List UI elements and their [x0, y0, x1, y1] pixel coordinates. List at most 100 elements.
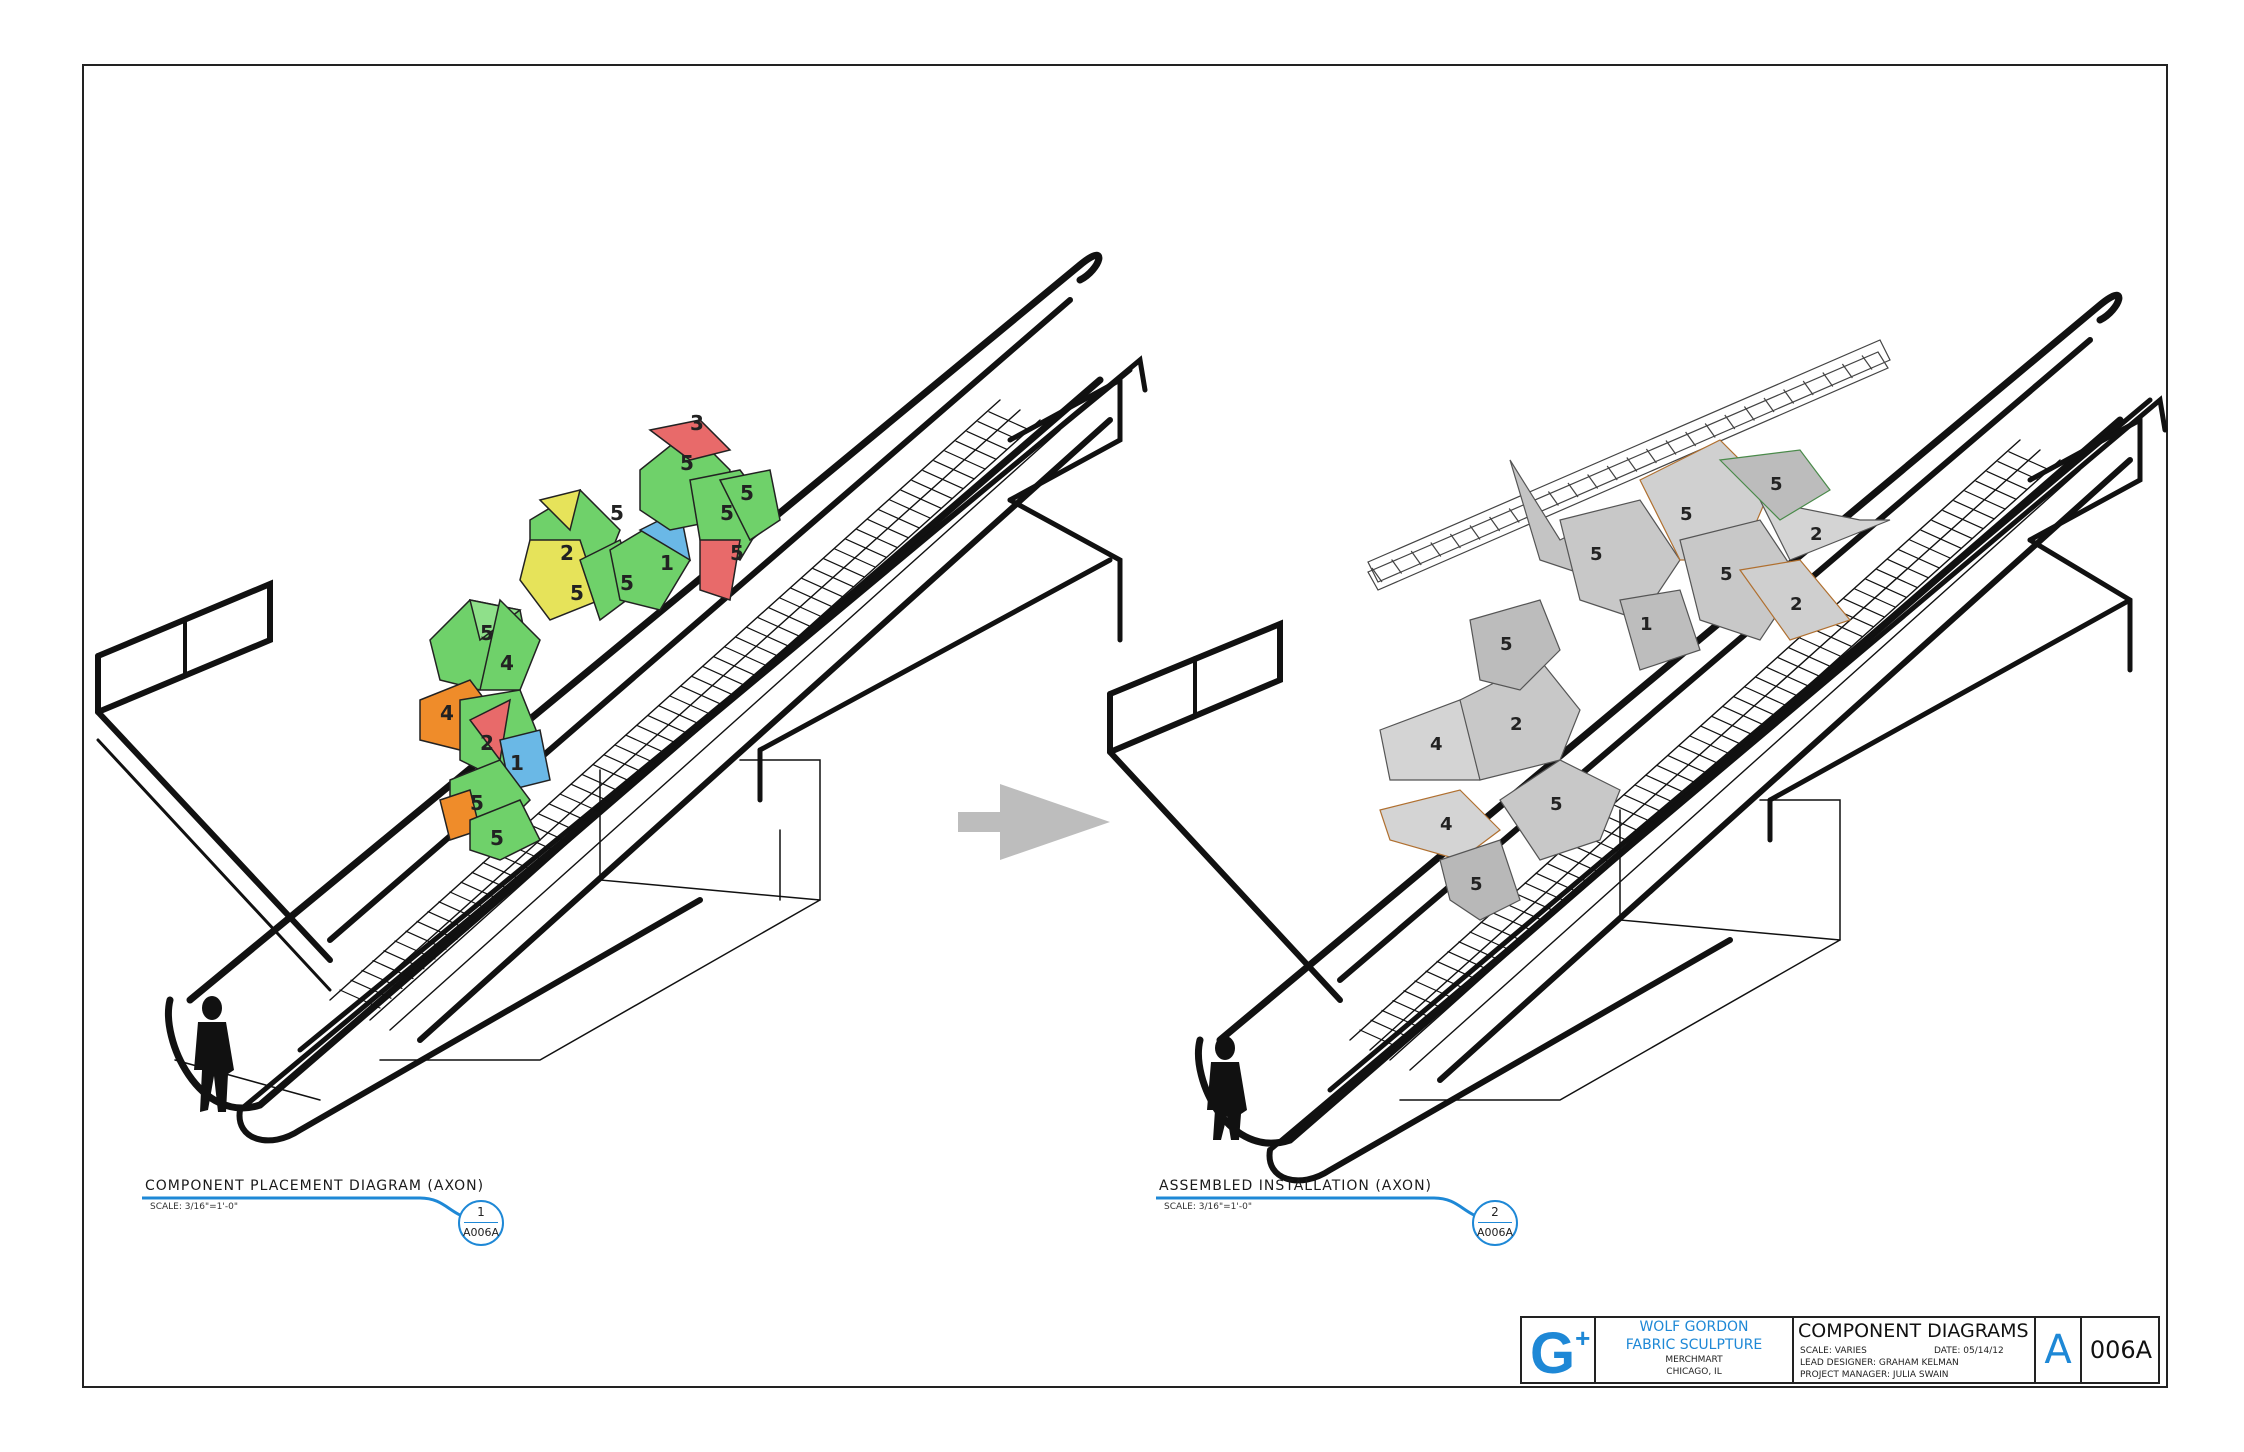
- escalator-step: [1403, 990, 1445, 1010]
- svg-text:4: 4: [440, 701, 454, 725]
- svg-text:5: 5: [1770, 474, 1783, 495]
- drawing-1-title: COMPONENT PLACEMENT DIAGRAM (AXON): [145, 1178, 485, 1194]
- escalator-step: [1513, 892, 1555, 912]
- truss-member: [1410, 550, 1422, 566]
- escalator-step: [1645, 774, 1687, 794]
- escalator-step: [537, 812, 579, 833]
- svg-text:5: 5: [1590, 544, 1603, 565]
- sheet-info: COMPONENT DIAGRAMS SCALE: VARIES DATE: 0…: [1792, 1318, 2034, 1382]
- svg-text:2: 2: [1810, 524, 1823, 545]
- title-block: G+ WOLF GORDON FABRIC SCULPTURE MERCHMAR…: [1520, 1316, 2160, 1386]
- escalator-step: [1447, 950, 1489, 971]
- truss-member: [1567, 482, 1579, 498]
- detail-sheet-ref: A006A: [462, 1226, 500, 1239]
- escalator-step: [1524, 882, 1566, 902]
- sheet-title: COMPONENT DIAGRAMS: [1798, 1320, 2029, 1342]
- svg-text:4: 4: [500, 651, 514, 675]
- truss-member: [1763, 397, 1775, 413]
- escalator-step: [1557, 852, 1599, 873]
- escalator-step: [933, 460, 975, 480]
- escalator-step: [416, 920, 458, 941]
- svg-text:1: 1: [660, 551, 674, 575]
- escalator-step: [339, 989, 381, 1009]
- escalator-step: [658, 705, 700, 725]
- escalator-step: [438, 901, 480, 921]
- escalator-step: [1865, 578, 1907, 598]
- escalator-step: [350, 979, 392, 999]
- escalator-step: [1480, 921, 1522, 941]
- truss-member: [1665, 440, 1677, 455]
- escalator-step: [823, 558, 865, 578]
- escalator-step: [1898, 549, 1940, 569]
- escalator-step: [1887, 558, 1929, 579]
- escalator-step: [713, 656, 755, 676]
- escalator-step: [812, 567, 854, 588]
- escalator-step: [1634, 784, 1676, 804]
- escalator-step: [460, 881, 502, 901]
- escalator-step: [1436, 960, 1478, 981]
- svg-text:5: 5: [620, 571, 634, 595]
- drawing-2-title: ASSEMBLED INSTALLATION (AXON): [1159, 1178, 1433, 1194]
- escalator-step: [702, 665, 744, 686]
- detail-number: 1: [464, 1202, 498, 1223]
- sheet-date: DATE: 05/14/12: [1934, 1346, 2004, 1356]
- escalator-step: [482, 861, 524, 882]
- escalator-step: [361, 969, 403, 990]
- svg-text:1: 1: [510, 751, 524, 775]
- location-line-2: CHICAGO, IL: [1666, 1367, 1722, 1377]
- escalator-step: [559, 793, 601, 813]
- svg-text:5: 5: [1500, 634, 1513, 655]
- escalator-step: [1458, 941, 1500, 961]
- location-line-1: MERCHMART: [1665, 1355, 1723, 1365]
- right-escalator: [1107, 291, 2168, 1184]
- escalator-step: [1425, 970, 1467, 990]
- project-name: FABRIC SCULPTURE: [1625, 1337, 1763, 1353]
- truss-member: [1802, 380, 1814, 396]
- firm-logo: G+: [1530, 1321, 1591, 1386]
- truss-member: [1685, 431, 1697, 447]
- escalator-step: [1722, 705, 1764, 726]
- escalator-step: [1744, 686, 1786, 706]
- svg-text:2: 2: [480, 731, 494, 755]
- escalator-step: [867, 518, 909, 539]
- escalator-step: [1612, 803, 1654, 824]
- escalator-step: [2008, 451, 2050, 471]
- truss-member: [1587, 474, 1599, 489]
- svg-text:5: 5: [470, 791, 484, 815]
- escalator-step: [724, 646, 766, 666]
- escalator-step: [757, 616, 799, 637]
- svg-text:5: 5: [680, 451, 694, 475]
- truss-member: [1861, 355, 1873, 370]
- escalator-step: [944, 450, 986, 470]
- escalator-step: [1909, 539, 1951, 559]
- svg-text:5: 5: [610, 501, 624, 525]
- detail-bubble-1[interactable]: 1 A006A: [458, 1200, 504, 1246]
- escalator-step: [1370, 1019, 1412, 1039]
- escalator-step: [581, 773, 623, 794]
- svg-text:2: 2: [1790, 594, 1803, 615]
- truss-member: [1743, 406, 1755, 421]
- escalator-step: [966, 430, 1008, 450]
- detail-bubble-2[interactable]: 2 A006A: [1472, 1200, 1518, 1246]
- escalator-step: [1953, 500, 1995, 520]
- truss-member: [1626, 457, 1638, 472]
- escalator-step: [1656, 764, 1698, 785]
- escalator-step: [614, 744, 656, 764]
- escalator-step: [1381, 1009, 1423, 1030]
- drawing-1-scale: SCALE: 3/16"=1'-0": [150, 1202, 238, 1212]
- escalator-step: [603, 754, 645, 774]
- escalator-step: [449, 891, 491, 911]
- truss-member: [1704, 423, 1716, 438]
- truss-member: [1724, 414, 1736, 430]
- escalator-step: [1975, 480, 2017, 500]
- escalator-step: [548, 803, 590, 823]
- escalator-step: [768, 607, 810, 627]
- left-escalator: [95, 251, 1148, 1144]
- svg-text:2: 2: [560, 541, 574, 565]
- sheet-letter: A: [2034, 1318, 2080, 1382]
- escalator-step: [427, 910, 469, 931]
- escalator-step: [1392, 999, 1434, 1020]
- truss-member: [1547, 491, 1559, 506]
- escalator-step: [988, 411, 1030, 431]
- svg-text:5: 5: [1680, 504, 1693, 525]
